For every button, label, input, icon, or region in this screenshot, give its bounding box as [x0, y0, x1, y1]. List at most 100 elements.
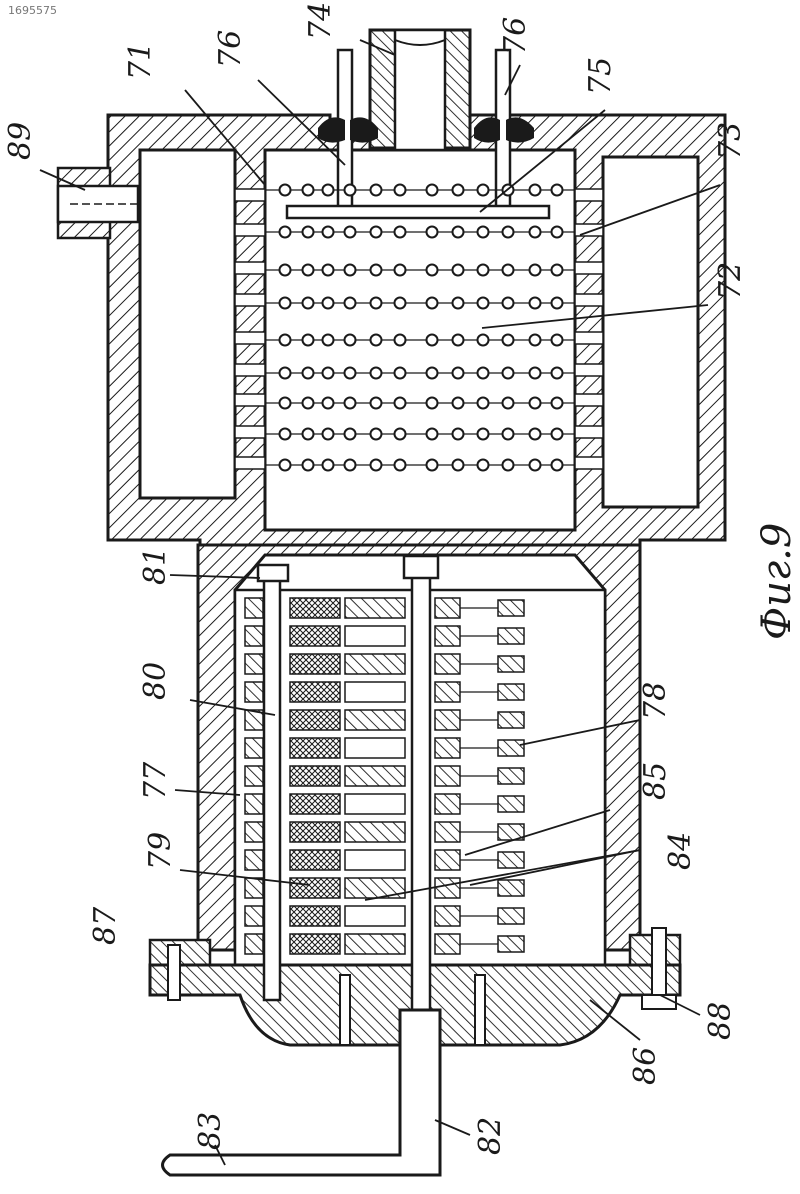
wall-bore [235, 294, 265, 306]
bead [552, 265, 563, 276]
plate-segment [245, 654, 263, 674]
bead [503, 398, 514, 409]
plate-segment [290, 766, 340, 786]
bead [303, 429, 314, 440]
plate-segment [290, 598, 340, 618]
bead [345, 185, 356, 196]
bead [503, 227, 514, 238]
bead [530, 298, 541, 309]
bead [280, 185, 291, 196]
bead [371, 298, 382, 309]
bead [453, 460, 464, 471]
bead [345, 429, 356, 440]
plate-segment [290, 654, 340, 674]
bead [371, 335, 382, 346]
bead [552, 227, 563, 238]
bead [395, 265, 406, 276]
label-88: 88 [703, 1002, 738, 1040]
bead [503, 298, 514, 309]
plate-segment [245, 906, 263, 926]
wall-bore [235, 262, 265, 274]
bead [323, 460, 334, 471]
plate-segment [498, 796, 524, 812]
bead [453, 298, 464, 309]
upper-housing [108, 115, 725, 545]
bead [530, 429, 541, 440]
bead [478, 227, 489, 238]
bead [478, 429, 489, 440]
wall-bore [575, 457, 603, 469]
bead [395, 185, 406, 196]
bead [280, 265, 291, 276]
plate-segment [435, 626, 460, 646]
plate-segment [435, 654, 460, 674]
wall-bore [575, 394, 603, 406]
bead [478, 185, 489, 196]
bead [345, 265, 356, 276]
label-73: 73 [713, 122, 748, 160]
bead [503, 265, 514, 276]
label-85: 85 [638, 762, 673, 800]
plate-segment [345, 682, 405, 702]
label-81: 81 [138, 547, 173, 585]
wall-bore [235, 224, 265, 236]
wall-bore [575, 224, 603, 236]
bead [280, 398, 291, 409]
bead [303, 185, 314, 196]
bead [323, 185, 334, 196]
bead [552, 429, 563, 440]
left-cavity [140, 150, 235, 498]
bead [280, 298, 291, 309]
bead [280, 335, 291, 346]
bead [503, 335, 514, 346]
bead [345, 460, 356, 471]
plate-segment [345, 822, 405, 842]
plate-segment [290, 850, 340, 870]
bead [427, 398, 438, 409]
label-78: 78 [638, 682, 673, 720]
bead [280, 429, 291, 440]
label-75: 75 [583, 57, 618, 95]
bead [530, 335, 541, 346]
plate-segment [290, 906, 340, 926]
plate-segment [498, 628, 524, 644]
bead [395, 335, 406, 346]
bead [395, 368, 406, 379]
inlet-pipe [370, 30, 470, 150]
plate-segment [245, 598, 263, 618]
corner-mark: 1695575 [8, 4, 57, 17]
wall-bore [575, 294, 603, 306]
plate-segment [435, 598, 460, 618]
plate-segment [345, 626, 405, 646]
plate-segment [345, 598, 405, 618]
label-83: 83 [193, 1112, 228, 1150]
wall-bore [235, 189, 265, 201]
plate-segment [435, 682, 460, 702]
plate-segment [435, 906, 460, 926]
plate-segment [290, 710, 340, 730]
plate-segment [498, 768, 524, 784]
bead [530, 368, 541, 379]
plate-segment [435, 766, 460, 786]
plate-segment [245, 822, 263, 842]
label-80: 80 [138, 662, 173, 700]
bead [427, 368, 438, 379]
bead [303, 398, 314, 409]
bead [323, 265, 334, 276]
wall-bore [235, 332, 265, 344]
label-84: 84 [663, 832, 698, 870]
wall-bore [575, 364, 603, 376]
bead [453, 335, 464, 346]
bead [303, 335, 314, 346]
plate-segment [290, 934, 340, 954]
bead [371, 368, 382, 379]
wall-bore [235, 364, 265, 376]
bead [371, 227, 382, 238]
plate-segment [345, 654, 405, 674]
bead [427, 335, 438, 346]
plate-segment [290, 822, 340, 842]
bead [453, 398, 464, 409]
bead [345, 368, 356, 379]
plate-segment [498, 712, 524, 728]
